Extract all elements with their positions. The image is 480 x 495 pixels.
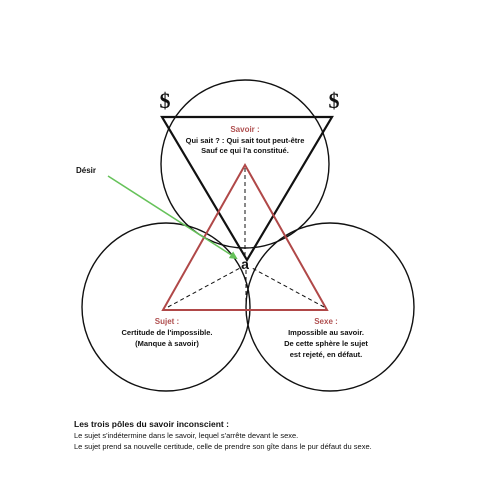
sexe-line-1: Impossible au savoir.: [288, 328, 364, 337]
caption-title: Les trois pôles du savoir inconscient :: [74, 419, 229, 429]
dashed-line-left: [167, 267, 241, 308]
savoir-title: Savoir :: [230, 125, 259, 134]
caption-line-2: Le sujet prend sa nouvelle certitude, ce…: [74, 442, 372, 451]
sujet-title: Sujet :: [155, 317, 179, 326]
barred-s-left: $: [160, 88, 171, 113]
desir-label: Désir: [76, 166, 96, 175]
inverted-black-triangle: [160, 115, 334, 263]
sujet-circle: [81, 222, 251, 392]
sujet-line-1: Certitude de l'impossible.: [122, 328, 213, 337]
sexe-line-2: De cette sphère le sujet: [284, 339, 368, 348]
sexe-title: Sexe :: [314, 317, 338, 326]
savoir-line-1: Qui sait ? : Qui sait tout peut-être: [186, 136, 305, 145]
caption-line-1: Le sujet s'indétermine dans le savoir, l…: [74, 431, 299, 440]
sexe-circle: [245, 222, 415, 392]
sexe-line-3: est rejeté, en défaut.: [290, 350, 363, 359]
desir-arrow: [107, 175, 238, 260]
savoir-line-2: Sauf ce qui l'a constitué.: [201, 146, 289, 155]
sujet-line-2: (Manque à savoir): [135, 339, 199, 348]
objet-a-label: a: [241, 256, 249, 272]
red-triangle: [161, 162, 329, 311]
barred-s-right: $: [329, 88, 340, 113]
caption: Les trois pôles du savoir inconscient : …: [74, 418, 474, 452]
